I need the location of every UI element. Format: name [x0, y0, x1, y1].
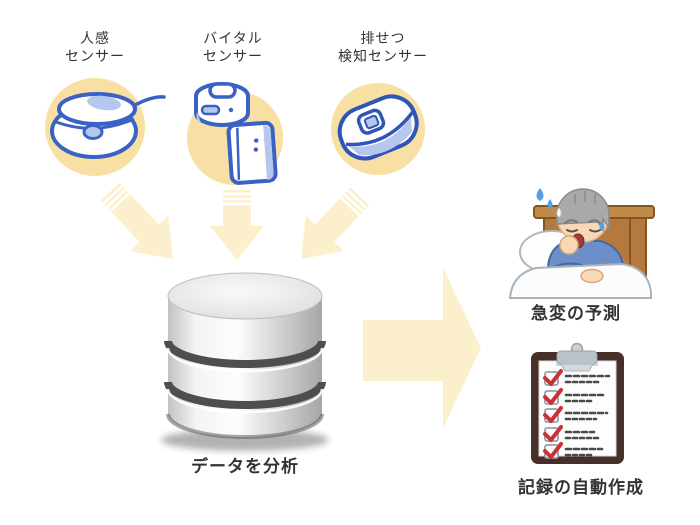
database-label: データを分析: [191, 457, 299, 477]
motion-sensor-label-line2: センサー: [65, 49, 125, 65]
motion-sensor-label: 人感 センサー: [35, 30, 155, 66]
down-arrow-left-icon: [100, 182, 173, 259]
sick-elderly-in-bed-icon: [508, 188, 655, 299]
excretion-sensor-label-line2: 検知センサー: [338, 49, 428, 65]
excretion-sensor-label: 排せつ 検知センサー: [323, 30, 443, 66]
vital-sensor-label: バイタル センサー: [173, 30, 293, 66]
database-cylinder-icon: [161, 272, 329, 451]
vital-sensor-label-line1: バイタル: [203, 31, 263, 47]
checklist-rows: [543, 369, 611, 459]
down-arrow-middle-icon: [210, 190, 264, 260]
vital-sensor-device-icon: [187, 82, 283, 185]
sudden-change-prediction-label: 急変の予測: [531, 304, 621, 324]
down-arrow-right-icon: [301, 187, 370, 259]
right-arrow-icon: [363, 268, 481, 428]
motion-sensor-disc-icon: [45, 78, 166, 176]
excretion-sensor-label-line1: 排せつ: [360, 31, 406, 47]
auto-record-creation-label: 記録の自動作成: [518, 478, 644, 498]
excretion-sensor-pod-icon: [331, 83, 425, 175]
checklist-clipboard-icon: [531, 342, 624, 464]
vital-sensor-label-line2: センサー: [203, 49, 263, 65]
motion-sensor-label-line1: 人感: [80, 31, 110, 47]
